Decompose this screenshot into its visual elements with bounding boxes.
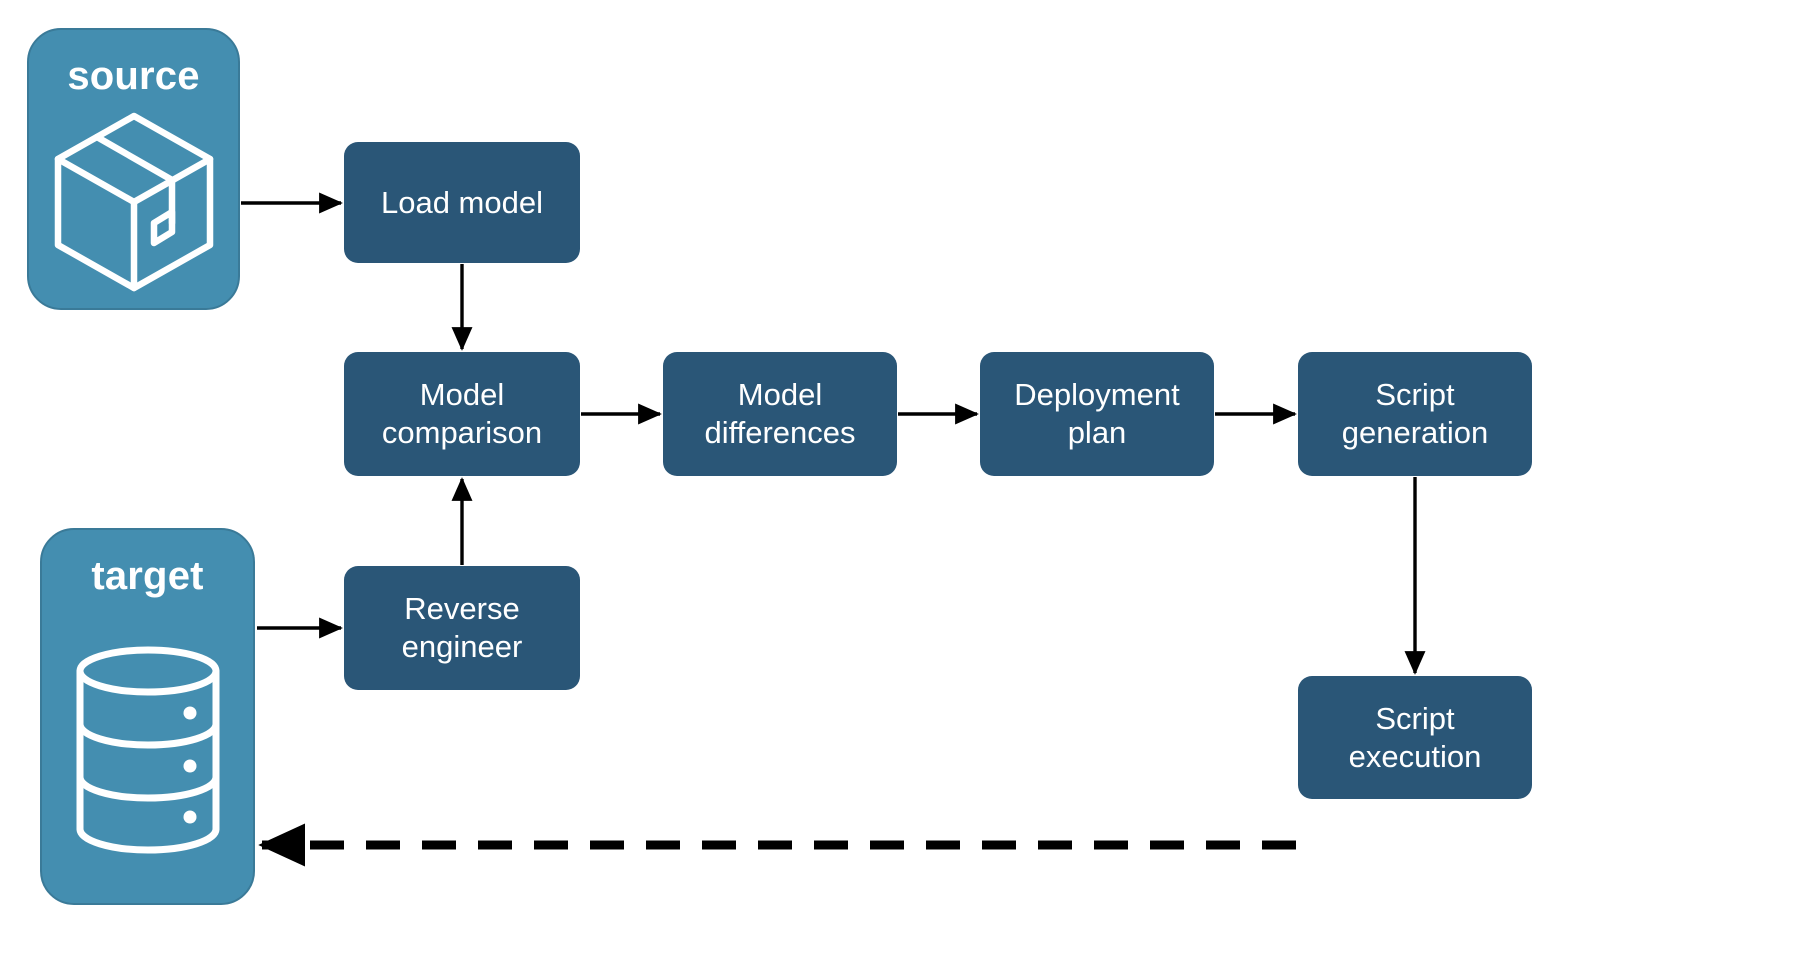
node-model-differences-line-1: Model — [737, 377, 823, 413]
node-script-generation-line-1: Script — [1375, 377, 1455, 413]
node-model-comparison-line-2: comparison — [381, 415, 543, 450]
node-model-differences[interactable]: Model differences — [663, 352, 897, 476]
node-load-model[interactable]: Load model — [344, 142, 580, 263]
endpoint-target-label: target — [91, 554, 204, 598]
endpoint-source-label: source — [67, 54, 200, 98]
node-model-differences-line-2: differences — [704, 415, 856, 450]
node-script-execution-line-1: Script — [1375, 700, 1455, 736]
node-reverse-engineer-line-1: Reverse — [404, 591, 520, 627]
node-deployment-plan-line-2: plan — [1067, 415, 1127, 450]
node-script-generation-line-2: generation — [1341, 415, 1489, 450]
node-reverse-engineer-line-2: engineer — [401, 629, 523, 664]
node-deployment-plan-line-1: Deployment — [1014, 377, 1180, 413]
node-script-execution-line-2: execution — [1348, 738, 1482, 774]
node-reverse-engineer[interactable]: Reverse engineer — [344, 566, 580, 690]
node-model-comparison[interactable]: Model comparison — [344, 352, 580, 476]
node-deployment-plan[interactable]: Deployment plan — [980, 352, 1214, 476]
database-cylinder-icon — [42, 596, 253, 903]
node-load-model-line-1: Load model — [380, 184, 543, 220]
endpoint-source[interactable]: source — [27, 28, 240, 310]
node-model-comparison-line-1: Model — [419, 377, 505, 413]
package-box-icon — [29, 96, 238, 308]
endpoint-target[interactable]: target — [40, 528, 255, 905]
node-script-generation[interactable]: Script generation — [1298, 352, 1532, 476]
node-script-execution[interactable]: Script execution — [1298, 676, 1532, 799]
